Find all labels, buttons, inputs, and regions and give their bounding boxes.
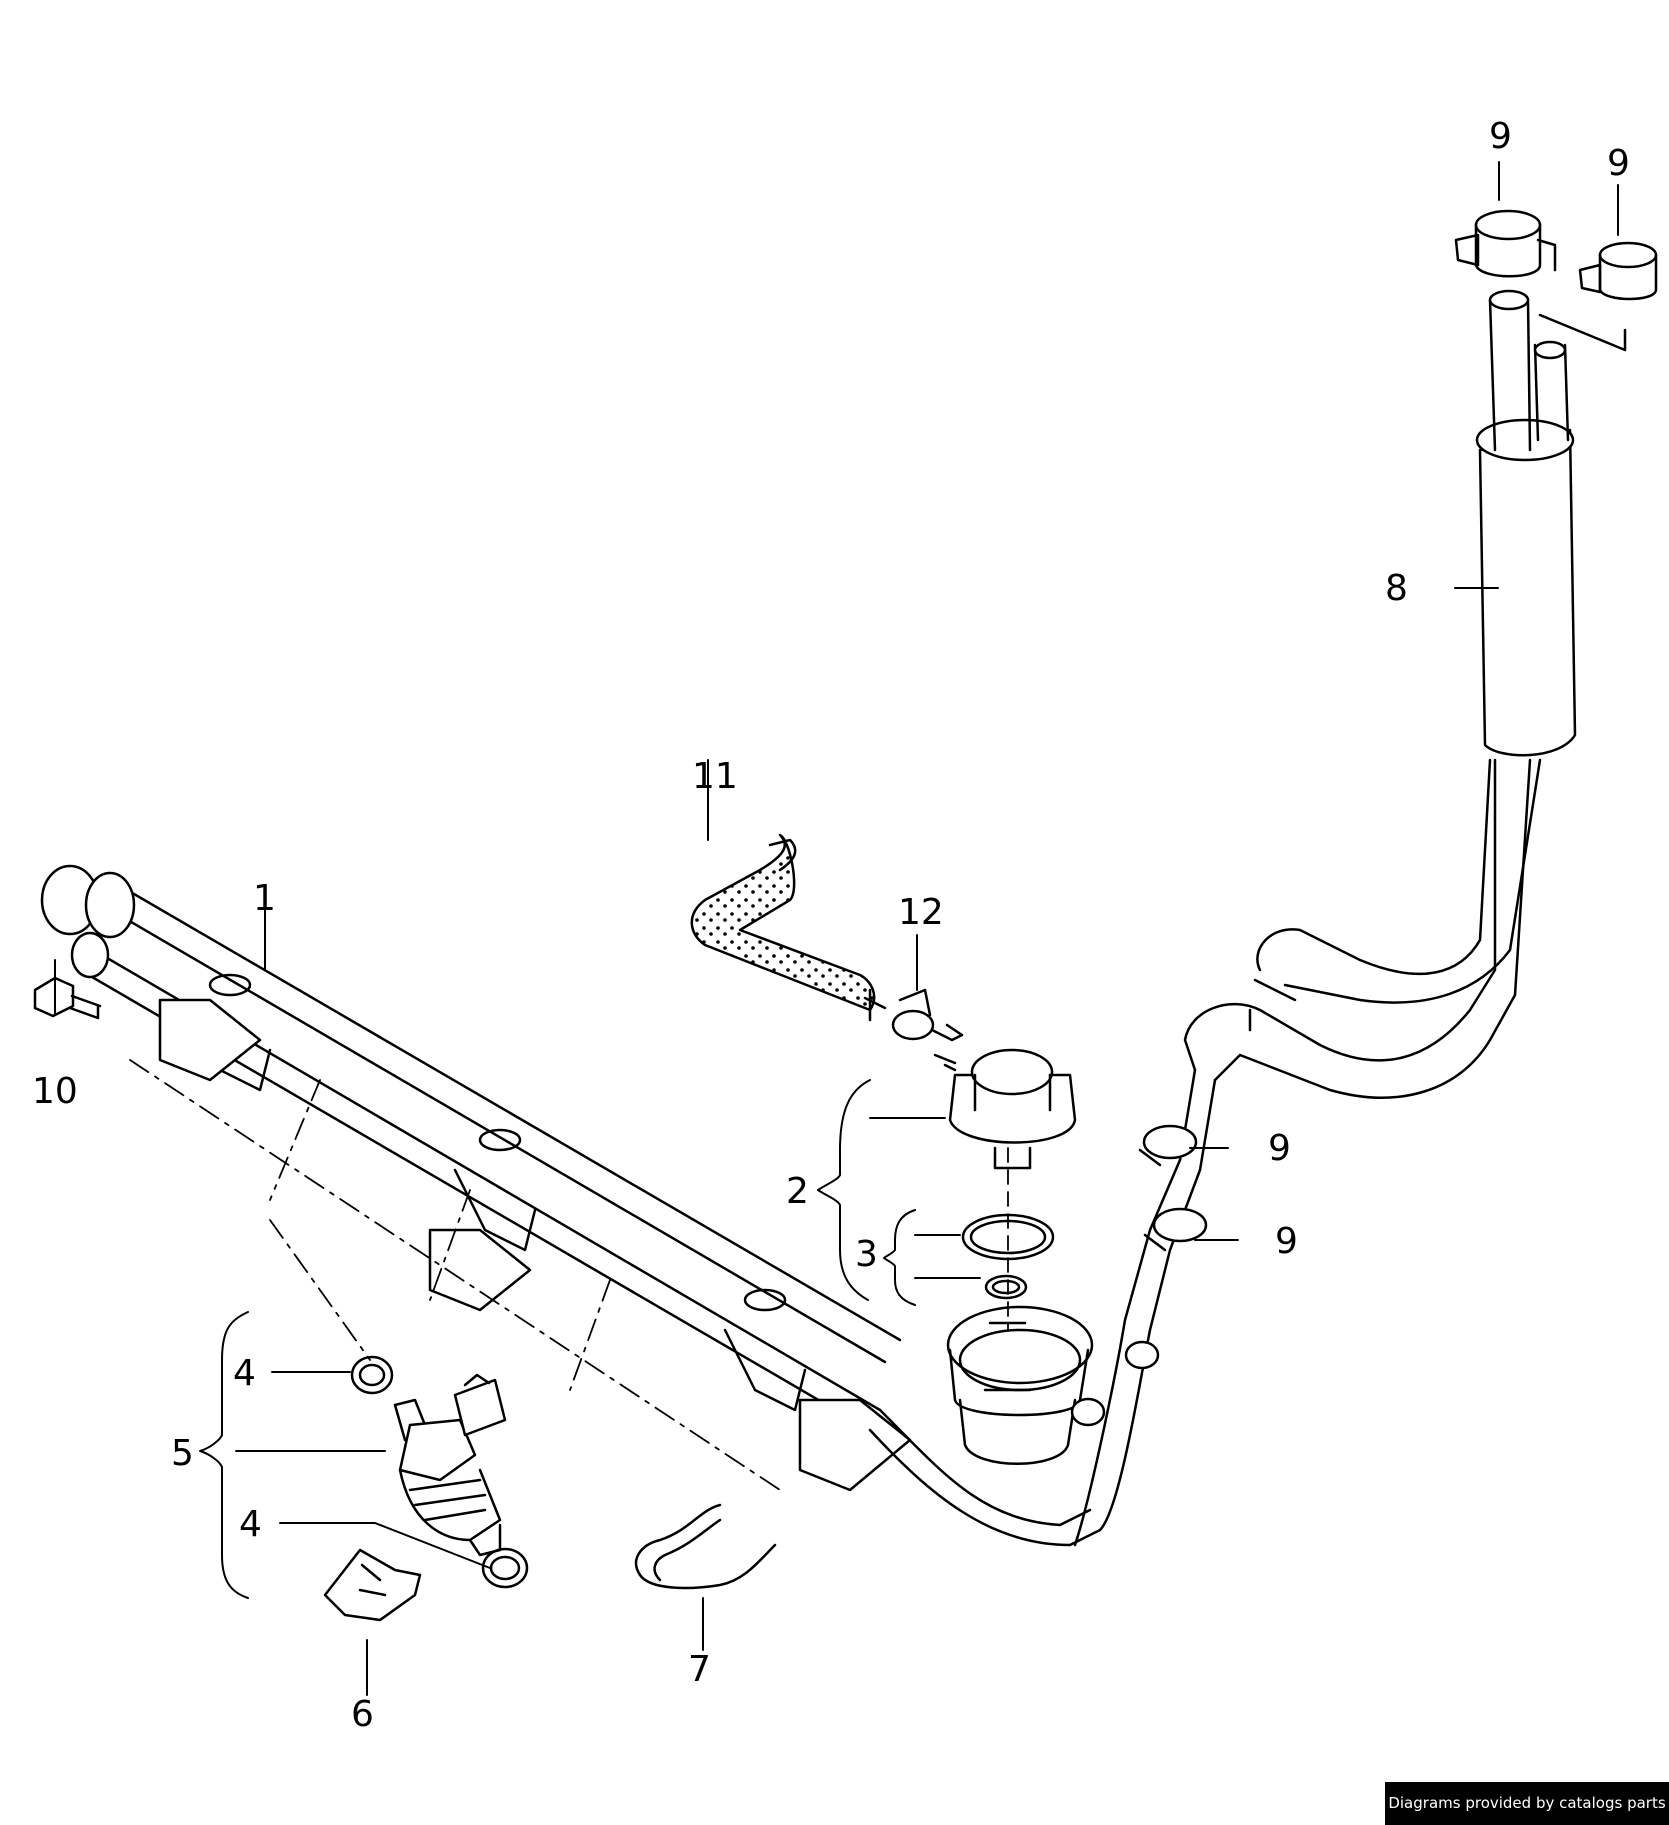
callout-10: 10: [32, 1071, 78, 1112]
callout-9-lower: 9: [1275, 1221, 1298, 1262]
callout-9-top-left: 9: [1489, 116, 1512, 157]
callout-12: 12: [898, 892, 944, 933]
wire-clip: [634, 1503, 777, 1590]
injector-o-ring-lower: [481, 1547, 529, 1589]
leader-lines: [54, 161, 1619, 1696]
protective-sleeve: [1475, 289, 1577, 757]
injector-o-ring-upper-inner: [358, 1363, 386, 1387]
retaining-clip: [323, 1548, 422, 1622]
top-hose-clamps: [1454, 209, 1658, 352]
callout-labels: 1 2 3 4 4 5 6 7 8 9 9 9 9 10 11 12: [32, 116, 1630, 1735]
injector-o-ring-lower-inner: [489, 1555, 521, 1581]
o-ring-small-inner: [991, 1279, 1021, 1295]
callout-9-top-right: 9: [1607, 143, 1630, 184]
regulator-housing: [946, 1147, 1094, 1465]
callout-6: 6: [351, 1694, 374, 1735]
fuel-injector: [393, 1373, 507, 1557]
callout-4-upper: 4: [233, 1353, 256, 1394]
o-ring-small: [984, 1274, 1028, 1300]
callout-7: 7: [688, 1649, 711, 1690]
callout-5: 5: [171, 1433, 194, 1474]
callout-3: 3: [855, 1234, 878, 1275]
bolt: [33, 976, 102, 1020]
alignment-lines: [129, 1059, 781, 1491]
vacuum-hose: [690, 833, 887, 1022]
callout-8: 8: [1385, 568, 1408, 609]
callout-4-lower: 4: [239, 1504, 262, 1545]
hose-clamp-small: [891, 988, 964, 1042]
callout-9-middle: 9: [1268, 1128, 1291, 1169]
diagram-credit: Diagrams provided by catalogs parts: [1385, 1782, 1669, 1825]
fuel-rail: [40, 864, 1102, 1547]
callout-11: 11: [692, 756, 738, 797]
injector-o-ring-upper: [350, 1355, 394, 1395]
callout-2: 2: [786, 1171, 809, 1212]
pressure-regulator: [933, 1048, 1077, 1170]
callout-1: 1: [253, 878, 276, 919]
fuel-lines: [1070, 758, 1542, 1547]
